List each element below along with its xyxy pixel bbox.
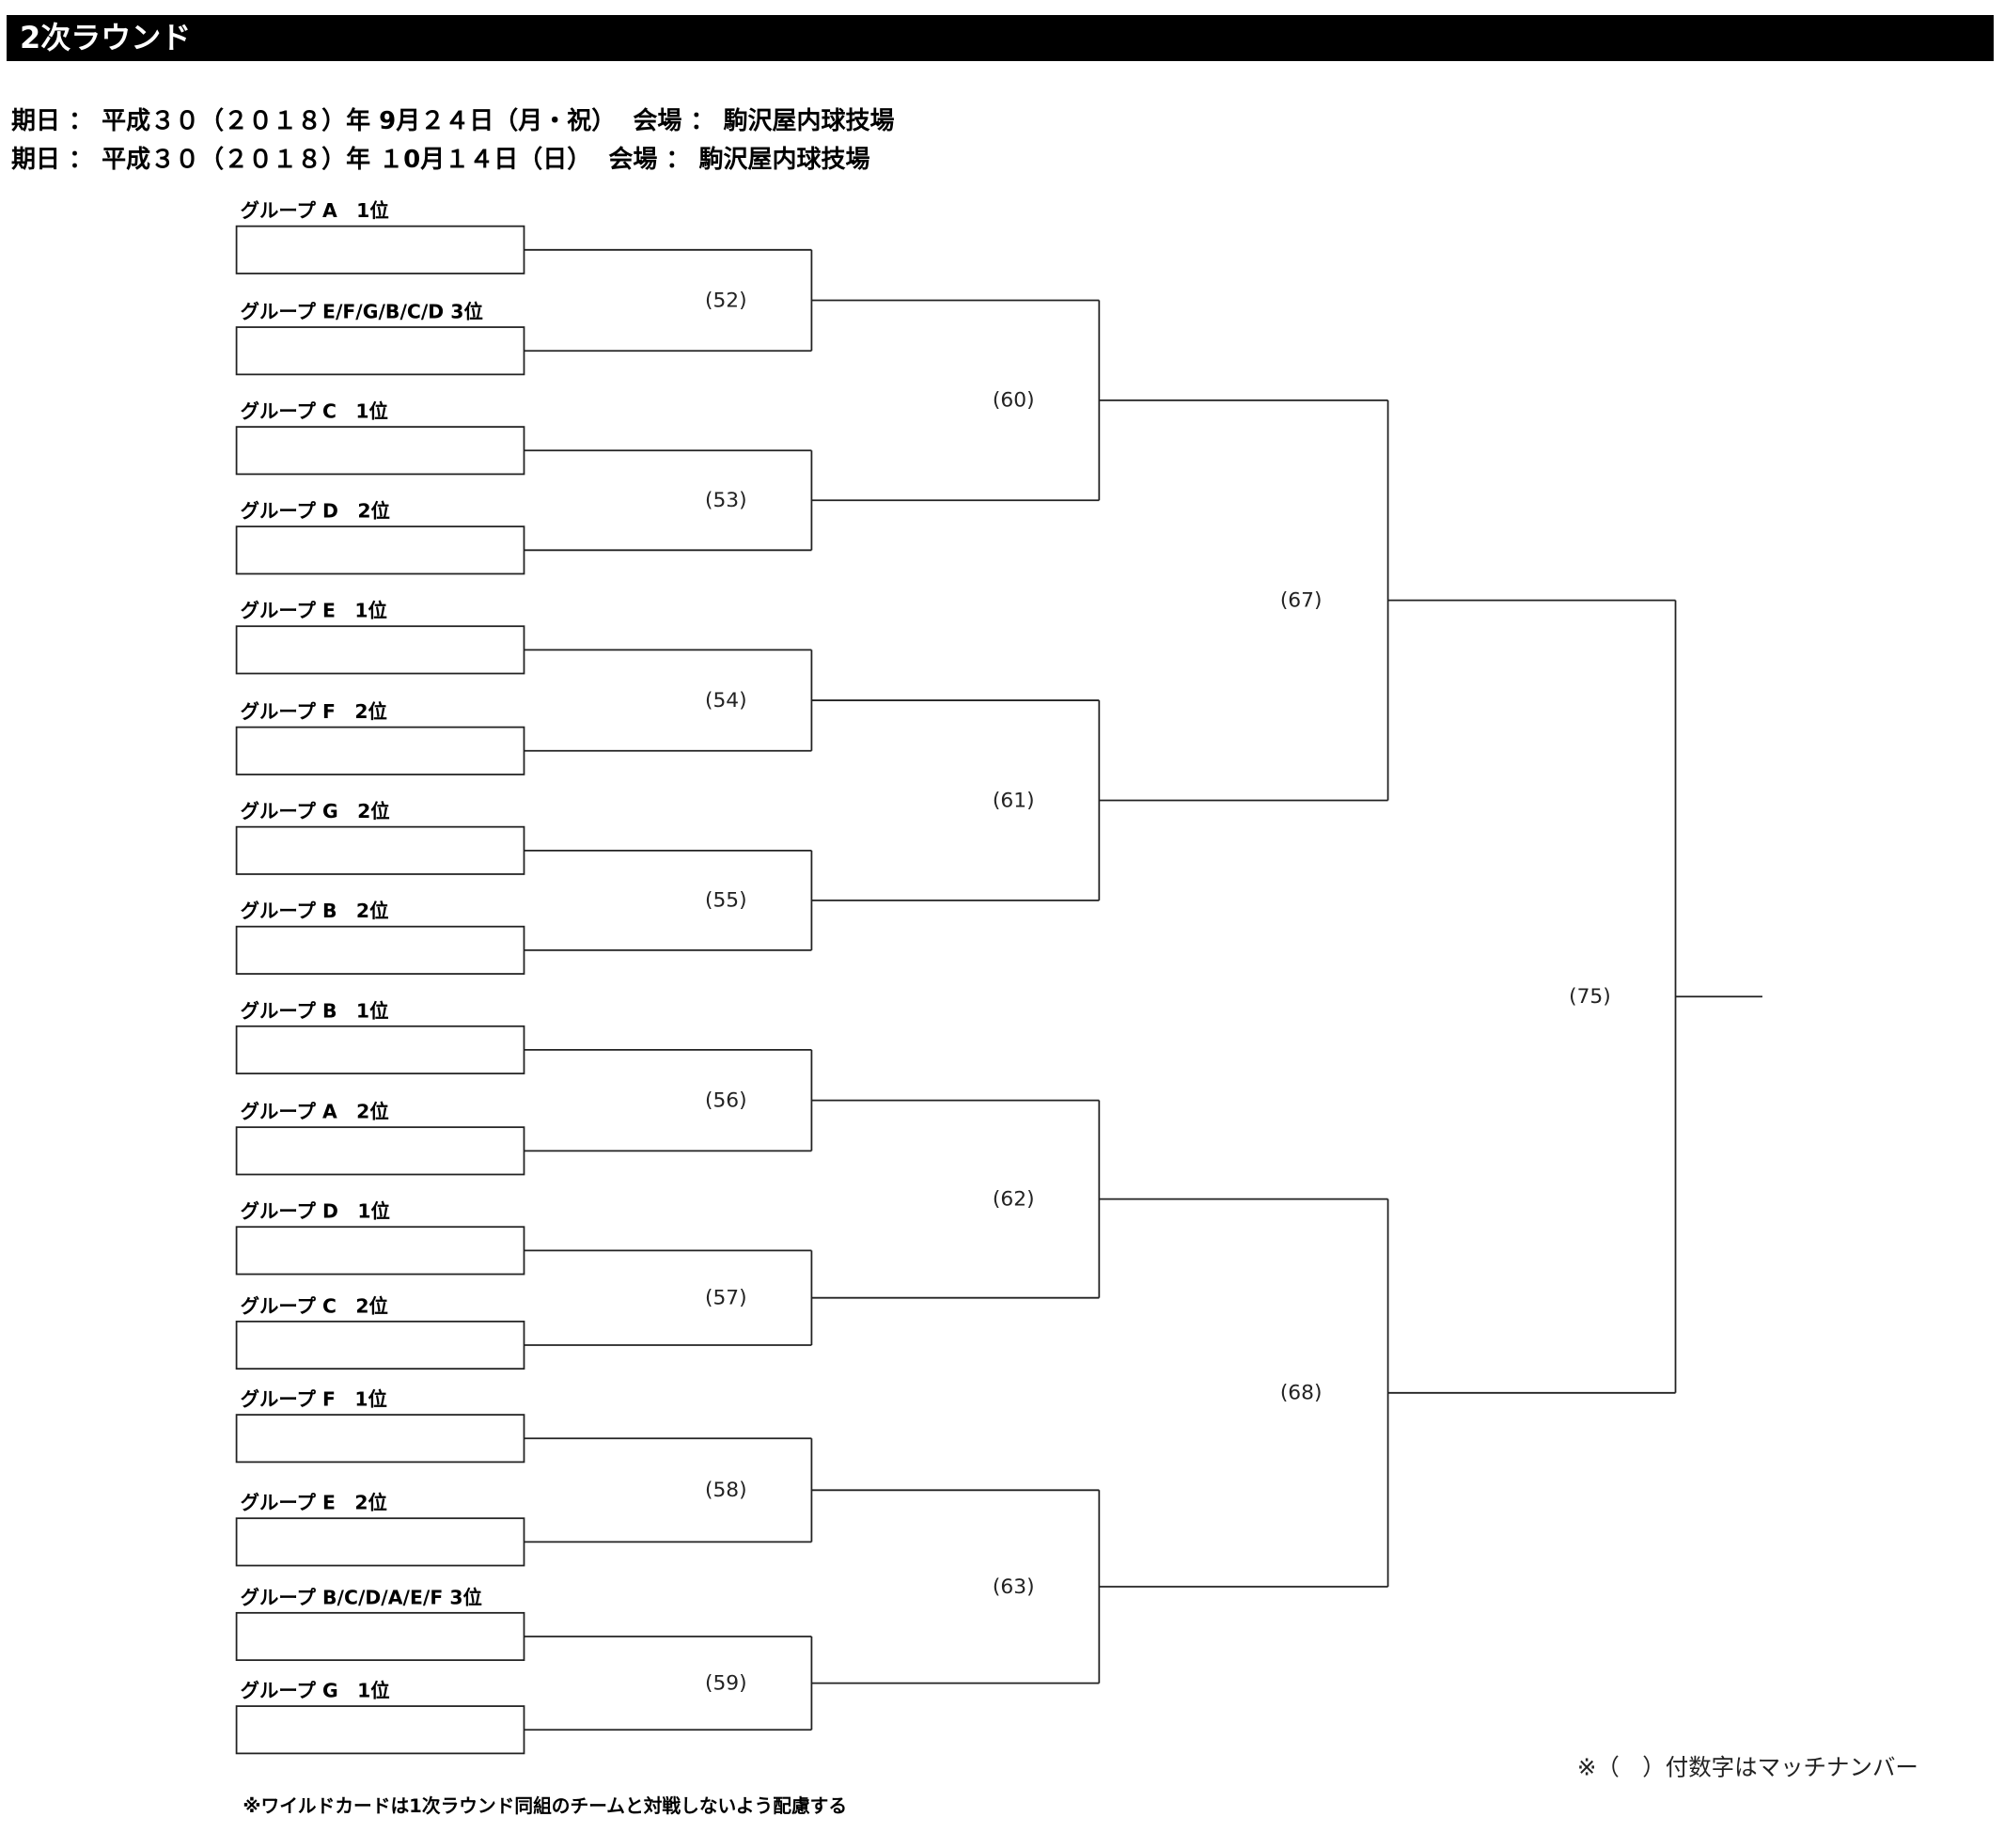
- team-slot-box[interactable]: [235, 1517, 525, 1567]
- team-slot-box[interactable]: [235, 726, 525, 775]
- team-slot-label: グループ E 1位: [241, 600, 387, 622]
- team-slot-label: グループ D 2位: [241, 500, 390, 523]
- match-number: (62): [993, 1187, 1035, 1211]
- team-slot-box[interactable]: [235, 1126, 525, 1176]
- page-title: 2次ラウンド: [7, 15, 1994, 61]
- wildcard-note: ※ワイルドカードは1次ラウンド同組のチームと対戦しないよう配慮する: [243, 1795, 847, 1817]
- match-number: (61): [993, 789, 1035, 812]
- team-slot-label: グループ G 1位: [241, 1680, 390, 1702]
- team-slot-label: グループ F 2位: [241, 700, 387, 723]
- team-slot-box[interactable]: [235, 1226, 525, 1276]
- team-slot-label: グループ A 1位: [241, 199, 389, 222]
- team-slot-box[interactable]: [235, 825, 525, 875]
- schedule-line-1: 期日 ： 平成３０（２０１８）年 9月２４日（月・祝） 会場 ： 駒沢屋内球技場: [11, 107, 895, 135]
- team-slot-box[interactable]: [235, 1414, 525, 1464]
- team-slot-box[interactable]: [235, 525, 525, 575]
- team-slot-label: グループ B/C/D/A/E/F 3位: [241, 1586, 482, 1608]
- team-slot-box[interactable]: [235, 925, 525, 975]
- team-slot-box[interactable]: [235, 625, 525, 675]
- team-slot-label: グループ E/F/G/B/C/D 3位: [241, 301, 483, 323]
- team-slot-box[interactable]: [235, 1611, 525, 1662]
- schedule-line-2: 期日 ： 平成３０（２０１８）年 １0月１４日（日） 会場 ： 駒沢屋内球技場: [11, 146, 870, 174]
- team-slot-label: グループ A 2位: [241, 1101, 389, 1123]
- match-number: (60): [993, 389, 1035, 413]
- team-slot-label: グループ E 2位: [241, 1492, 387, 1514]
- team-slot-box[interactable]: [235, 1025, 525, 1074]
- match-number: (52): [705, 289, 747, 312]
- team-slot-box[interactable]: [235, 225, 525, 274]
- match-number: (54): [705, 689, 747, 713]
- team-slot-box[interactable]: [235, 1705, 525, 1755]
- team-slot-box[interactable]: [235, 1320, 525, 1370]
- team-slot-label: グループ C 1位: [241, 400, 388, 423]
- match-number: (67): [1280, 588, 1323, 612]
- match-number: (56): [705, 1088, 747, 1112]
- team-slot-label: グループ D 1位: [241, 1200, 390, 1223]
- team-slot-label: グループ C 2位: [241, 1294, 388, 1317]
- match-number: (58): [705, 1479, 747, 1502]
- team-slot-label: グループ G 2位: [241, 800, 390, 822]
- match-number: (63): [993, 1575, 1035, 1599]
- match-number: (57): [705, 1286, 747, 1309]
- match-number: (75): [1569, 985, 1611, 1009]
- match-number: (55): [705, 889, 747, 913]
- match-number: (53): [705, 489, 747, 512]
- team-slot-box[interactable]: [235, 326, 525, 376]
- team-slot-label: グループ B 1位: [241, 999, 389, 1022]
- team-slot-box[interactable]: [235, 426, 525, 476]
- match-number-note: ※（ ）付数字はマッチナンバー: [1577, 1754, 1918, 1781]
- team-slot-label: グループ F 1位: [241, 1388, 387, 1411]
- match-number: (68): [1280, 1382, 1323, 1405]
- match-number: (59): [705, 1671, 747, 1695]
- team-slot-label: グループ B 2位: [241, 900, 389, 922]
